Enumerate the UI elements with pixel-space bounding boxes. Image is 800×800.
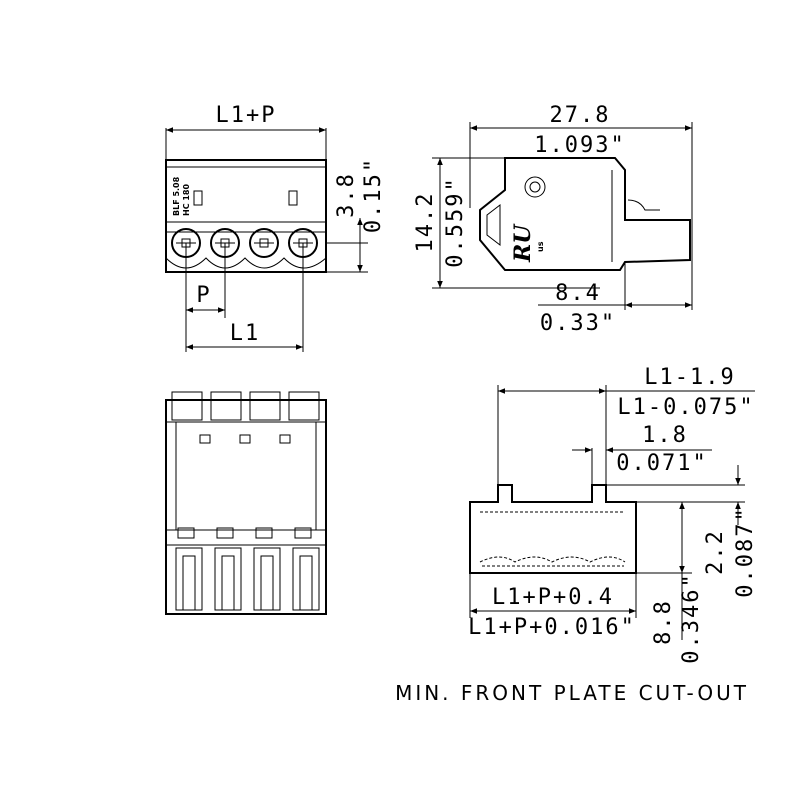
height-mm: 3.8 [334,172,359,218]
pitch-label: P [196,283,211,308]
top-view [165,391,327,615]
connector-top-body [165,399,327,615]
latch-window-right [288,190,298,206]
width-in: L1+P+0.016" [468,615,636,640]
marking-line-1: BLF 5.08 [172,176,181,216]
screw-terminal [249,228,279,258]
slot-in: 0.071" [616,451,707,476]
notch-in: 0.087" [733,506,758,597]
front-view: L1+P BLF 5.08 HC 180 [165,103,386,352]
marking-line-2: HC 180 [182,184,191,216]
cutout-caption: MIN. FRONT PLATE CUT-OUT [395,681,749,705]
length-in: 1.093" [534,133,625,158]
width-label: L1+P [216,103,277,128]
certification-badge-icon [524,176,546,198]
side-view: 27.8 1.093" 14.2 0.559" RU us 8.4 0.33" [413,103,693,336]
height-in: 0.15" [361,157,386,233]
height-mm: 8.8 [651,599,676,645]
length-label: L1 [230,321,261,346]
offset-in: L1-0.075" [617,395,754,420]
offset-mm: L1-1.9 [644,365,735,390]
height-mm: 14.2 [413,192,438,253]
width-mm: L1+P+0.4 [492,585,614,610]
connector-front-body [165,159,327,273]
notch-mm: 2.2 [703,529,728,575]
height-in: 0.346" [679,572,704,663]
svg-text:RU: RU [510,223,536,263]
cert-us-text: us [536,241,545,252]
slot-mm: 1.8 [642,423,688,448]
height-in: 0.559" [443,176,468,267]
cutout-view: L1-1.9 L1-0.075" 1.8 0.071" 2.2 0.087" 8… [395,365,758,705]
latch-window-left [193,190,203,206]
ul-mark-icon: RU [510,223,536,263]
depth-mm: 8.4 [555,281,601,306]
cutout-outline [469,484,637,574]
depth-in: 0.33" [540,311,616,336]
length-mm: 27.8 [550,103,611,128]
